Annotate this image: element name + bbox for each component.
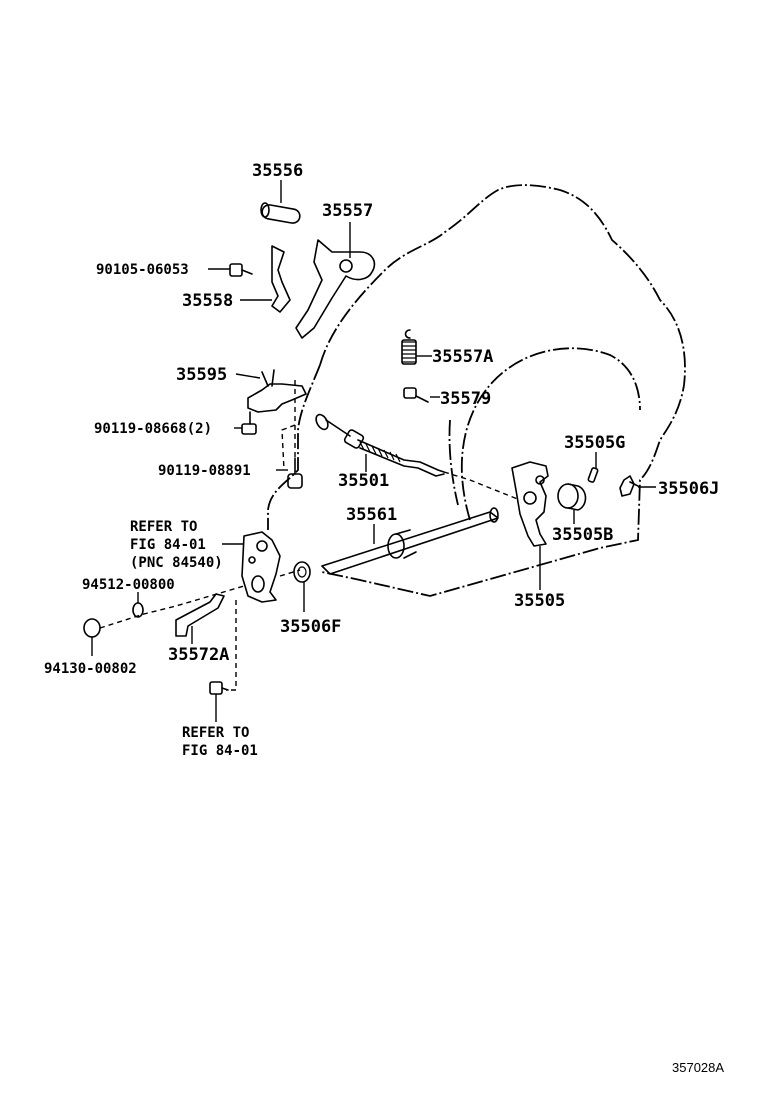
- label-35506J: 35506J: [658, 479, 719, 499]
- leader-35595: [235, 373, 261, 379]
- lever-hole: [339, 259, 353, 273]
- part-35572A-lever[interactable]: [175, 593, 225, 637]
- part-35579-sensor[interactable]: [403, 387, 429, 403]
- figure-id: 357028A: [672, 1060, 724, 1075]
- label-35505B: 35505B: [552, 525, 613, 545]
- label-90119-08891: 90119-08891: [158, 463, 251, 479]
- part-35557-lever[interactable]: [295, 239, 376, 339]
- dashed-switch-bolt: [226, 600, 237, 691]
- label-35572A: 35572A: [168, 645, 229, 665]
- part-35557A-spring[interactable]: [401, 329, 417, 365]
- label-90105-06053: 90105-06053: [96, 262, 189, 278]
- bracket-tab: [261, 369, 275, 387]
- part-35561-shaft[interactable]: [321, 507, 499, 575]
- label-35558: 35558: [182, 291, 233, 311]
- part-94130-00802-nut[interactable]: [83, 618, 101, 638]
- converter-housing-arc: [460, 347, 641, 521]
- part-35506J-clip[interactable]: [619, 475, 639, 497]
- label-35506F: 35506F: [280, 617, 341, 637]
- part-35558-bracket[interactable]: [271, 245, 291, 313]
- part-35595-bracket[interactable]: [247, 383, 307, 413]
- dashed-branch: [281, 424, 296, 471]
- part-neutral-start-switch[interactable]: [241, 531, 281, 603]
- label-refer-1-line3: (PNC 84540): [130, 555, 223, 571]
- dashed-switch-shaft: [279, 569, 301, 577]
- label-35557A: 35557A: [432, 347, 493, 367]
- part-35501-cable[interactable]: [314, 413, 445, 477]
- label-35557: 35557: [322, 201, 373, 221]
- label-refer-1-line2: FIG 84-01: [130, 537, 206, 553]
- label-35579: 35579: [440, 389, 491, 409]
- part-35505G-pin[interactable]: [587, 467, 599, 483]
- label-94512-00800: 94512-00800: [82, 577, 175, 593]
- part-35505-detent-lever[interactable]: [511, 461, 549, 547]
- label-refer-1-line1: REFER TO: [130, 519, 197, 535]
- part-94512-00800-washer[interactable]: [132, 602, 144, 618]
- label-35561: 35561: [346, 505, 397, 525]
- part-90119-08891-bolt[interactable]: [287, 457, 303, 489]
- dashed-cable-link: [443, 471, 521, 501]
- label-35501: 35501: [338, 471, 389, 491]
- part-90119-08668-bolt[interactable]: [241, 411, 257, 435]
- housing-inner-edge: [448, 419, 459, 506]
- part-35556-pin[interactable]: [260, 202, 301, 224]
- part-35505B-collar[interactable]: [557, 483, 587, 511]
- label-35556: 35556: [252, 161, 303, 181]
- label-35595: 35595: [176, 365, 227, 385]
- housing-left-edge: [267, 364, 321, 530]
- part-90105-06053-bolt[interactable]: [229, 263, 253, 277]
- label-90119-08668: 90119-08668(2): [94, 421, 212, 437]
- label-35505G: 35505G: [564, 433, 625, 453]
- label-94130-00802: 94130-00802: [44, 661, 137, 677]
- label-refer-2-line2: FIG 84-01: [182, 743, 258, 759]
- label-refer-2-line1: REFER TO: [182, 725, 249, 741]
- transmission-housing-outline: [319, 184, 686, 597]
- label-35505: 35505: [514, 591, 565, 611]
- part-bottom-bolt[interactable]: [209, 681, 229, 695]
- part-35506F-nut[interactable]: [293, 561, 311, 583]
